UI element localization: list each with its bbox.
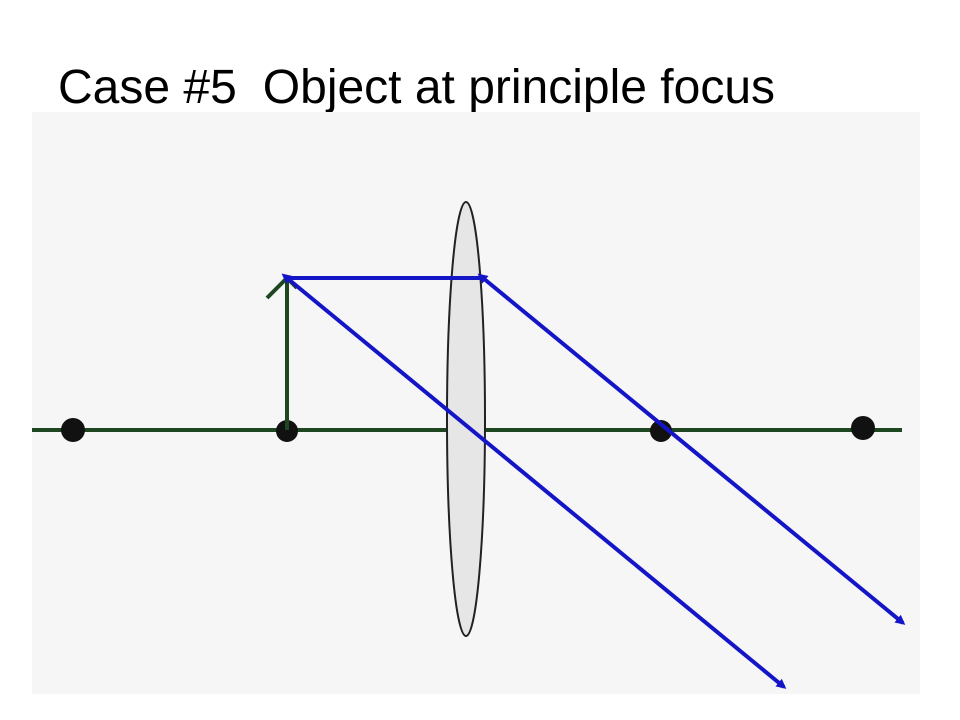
title-case-number: Case #5	[58, 61, 237, 114]
title-description: Object at principle focus	[262, 61, 776, 114]
ray-central	[281, 273, 787, 689]
point-2f-right	[851, 416, 875, 440]
point-2f-left	[61, 418, 85, 442]
converging-lens	[446, 201, 486, 637]
slide-title: Case #5 Object at principle focus	[58, 58, 775, 118]
ray-parallel-refracted	[477, 273, 906, 625]
